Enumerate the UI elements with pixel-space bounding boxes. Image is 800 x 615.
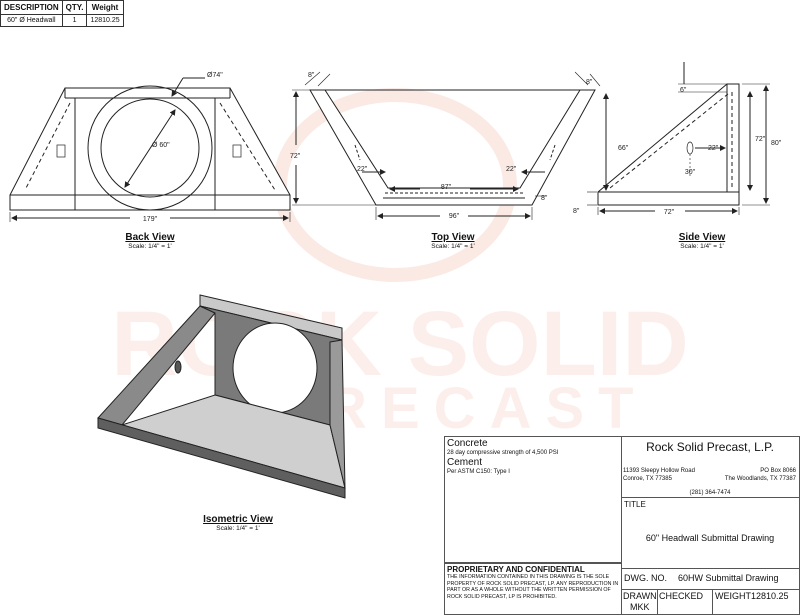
top-view-title: Top View [431,232,475,243]
proprietary-box: PROPRIETARY AND CONFIDENTIAL THE INFORMA… [444,563,622,615]
drawn-label: DRAWN [623,591,657,601]
address-left-2: Conroe, TX 77385 [623,476,672,482]
side-view-drawing [587,62,770,215]
weight-label: WEIGHT [715,591,751,601]
dim-side-base: 8" [573,208,580,215]
dim-side-top: 6" [680,87,687,94]
cell-description: 60" Ø Headwall [0,14,63,27]
company-phone: (281) 364-7474 [689,490,731,496]
side-view-scale: Scale: 1/4" = 1' [680,243,724,250]
title-label: TITLE [624,500,646,509]
proprietary-title: PROPRIETARY AND CONFIDENTIAL [447,565,585,574]
iso-view-title: Isometric View [203,514,273,525]
dim-back-width: 179" [143,216,158,223]
dim-top-wing-left: 8" [308,72,315,79]
side-view-title: Side View [678,232,726,243]
table-row: 60" Ø Headwall 1 12810.25 [0,14,124,27]
dwg-number: 60HW Submittal Drawing [678,573,779,583]
dim-back-inner: Ø 60" [152,142,170,149]
back-view-caption: Back View Scale: 1/4" = 1' [100,232,200,250]
dim-top-inset-right: 22" [506,166,517,173]
drawing-title: 60" Headwall Submittal Drawing [645,533,775,543]
back-view-title: Back View [125,232,175,243]
dim-top-bottom: 96" [449,213,460,220]
top-view-scale: Scale: 1/4" = 1' [431,243,475,250]
dim-top-wing-right: 8" [586,79,593,86]
drawn-value: MKK [630,602,650,612]
iso-view-caption: Isometric View Scale: 1/4" = 1' [188,514,288,532]
materials-box: Concrete 28 day compressive strength of … [444,436,622,563]
top-view-caption: Top View Scale: 1/4" = 1' [403,232,503,250]
dim-side-22: 22" [708,145,719,152]
dim-back-outer: Ø74" [207,72,223,79]
cell-weight: 12810.25 [86,14,124,27]
iso-view-scale: Scale: 1/4" = 1' [216,525,260,532]
isometric-view-drawing [97,294,346,499]
address-right-1: PO Box 8066 [760,468,796,474]
side-view-caption: Side View Scale: 1/4" = 1' [652,232,752,250]
address-left-1: 11393 Sleepy Hollow Road [623,468,695,474]
top-view-drawing [292,71,601,220]
dim-side-80: 80" [771,140,782,147]
weight-value: 12810.25 [751,591,789,601]
dim-top-height: 72" [290,153,301,160]
back-view-drawing [9,77,291,222]
dim-top-thickness: 8" [541,195,548,202]
dim-top-inset-left: 22" [357,166,368,173]
cement-text: Per ASTM C150: Type I [447,469,510,475]
address-right-2: The Woodlands, TX 77387 [724,476,796,482]
cement-label: Cement [447,457,483,468]
checked-label: CHECKED [659,591,704,601]
concrete-label: Concrete [447,438,488,449]
proprietary-text: THE INFORMATION CONTAINED IN THIS DRAWIN… [447,574,619,600]
company-name: Rock Solid Precast, L.P. [646,440,774,454]
dwg-label: DWG. NO. [624,573,667,583]
dim-side-30: 30" [685,169,696,176]
parts-table: DESCRIPTION QTY. Weight 60" Ø Headwall 1… [0,0,124,27]
dim-side-width: 72" [664,209,675,216]
dim-side-72: 72" [755,136,766,143]
back-view-scale: Scale: 1/4" = 1' [128,243,172,250]
dim-top-inner: 87" [441,184,452,191]
dim-side-66: 66" [618,145,629,152]
concrete-text: 28 day compressive strength of 4,500 PSI [447,450,559,456]
